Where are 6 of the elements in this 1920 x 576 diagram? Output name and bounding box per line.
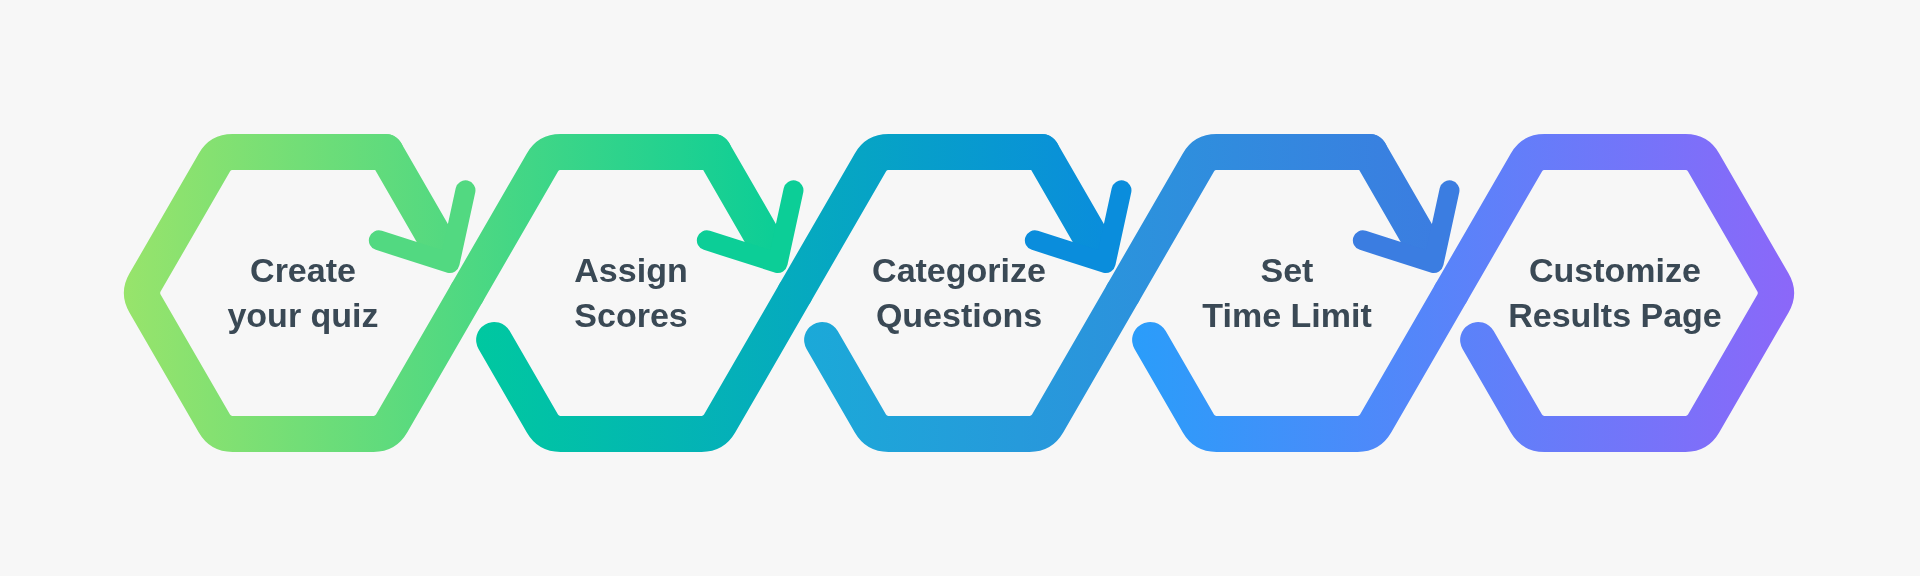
step-label: Set Time Limit: [1201, 250, 1373, 336]
hexagon-step: [1433, 134, 1797, 452]
step-label: Categorize Questions: [871, 250, 1047, 336]
step-label: Assign Scores: [573, 250, 689, 336]
step-label: Customize Results Page: [1507, 250, 1723, 336]
step-label: Create your quiz: [226, 250, 380, 336]
